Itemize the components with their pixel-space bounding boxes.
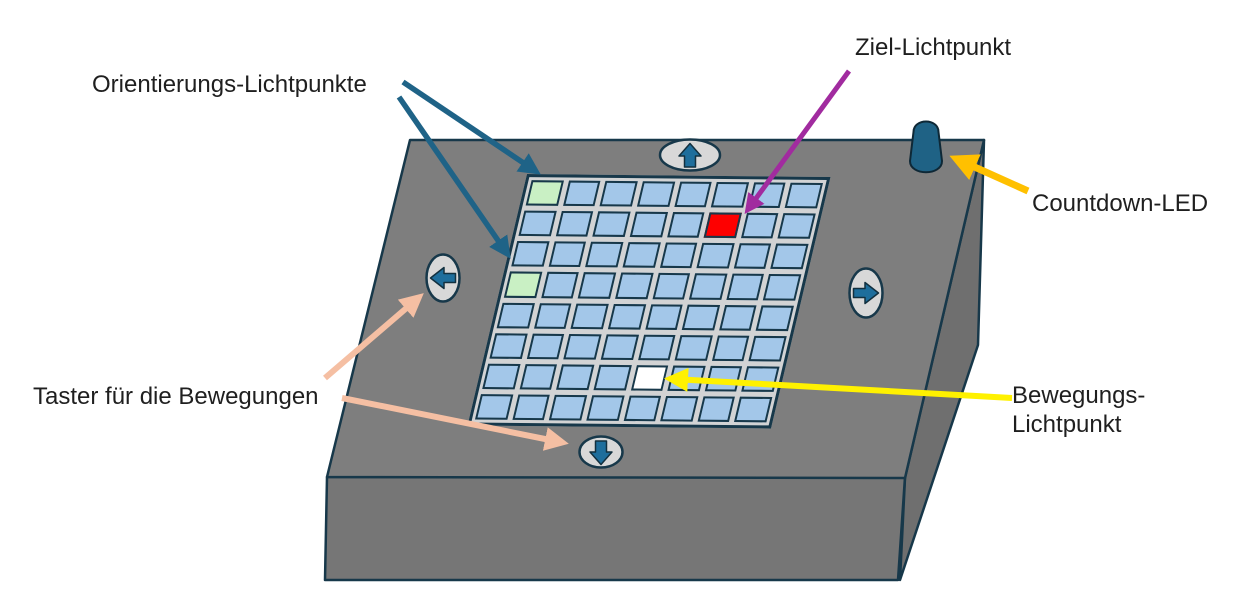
orientation-label: Orientierungs-Lichtpunkte xyxy=(92,71,367,98)
movement-label-line1: Bewegungs- xyxy=(1012,382,1146,409)
target-label: Ziel-Lichtpunkt xyxy=(855,34,1012,61)
orientation-annotation-arrow-1 xyxy=(401,79,541,175)
buttons-label: Taster für die Bewegungen xyxy=(33,383,319,410)
buttons-annotation-arrow-2 xyxy=(341,395,569,451)
movement-button-down xyxy=(578,435,624,469)
movement-annotation-arrow xyxy=(664,367,1013,401)
countdown-label: Countdown-LED xyxy=(1032,190,1209,217)
movement-label-line2: Lichtpunkt xyxy=(1012,411,1122,438)
movement-button-left xyxy=(425,253,461,303)
countdown-led xyxy=(908,120,944,174)
down-arrow-icon xyxy=(589,440,613,466)
up-arrow-icon xyxy=(678,142,702,168)
target-annotation-arrow xyxy=(744,69,852,215)
movement-button-up xyxy=(658,138,722,172)
countdown-annotation-arrow xyxy=(949,154,1030,195)
movement-button-right xyxy=(848,267,884,319)
left-arrow-icon xyxy=(429,266,457,290)
orientation-annotation-arrow-2 xyxy=(396,95,511,259)
buttons-annotation-arrow-1 xyxy=(323,293,424,381)
movement-label: Bewegungs- Lichtpunkt xyxy=(1012,381,1145,439)
right-arrow-icon xyxy=(852,281,880,305)
